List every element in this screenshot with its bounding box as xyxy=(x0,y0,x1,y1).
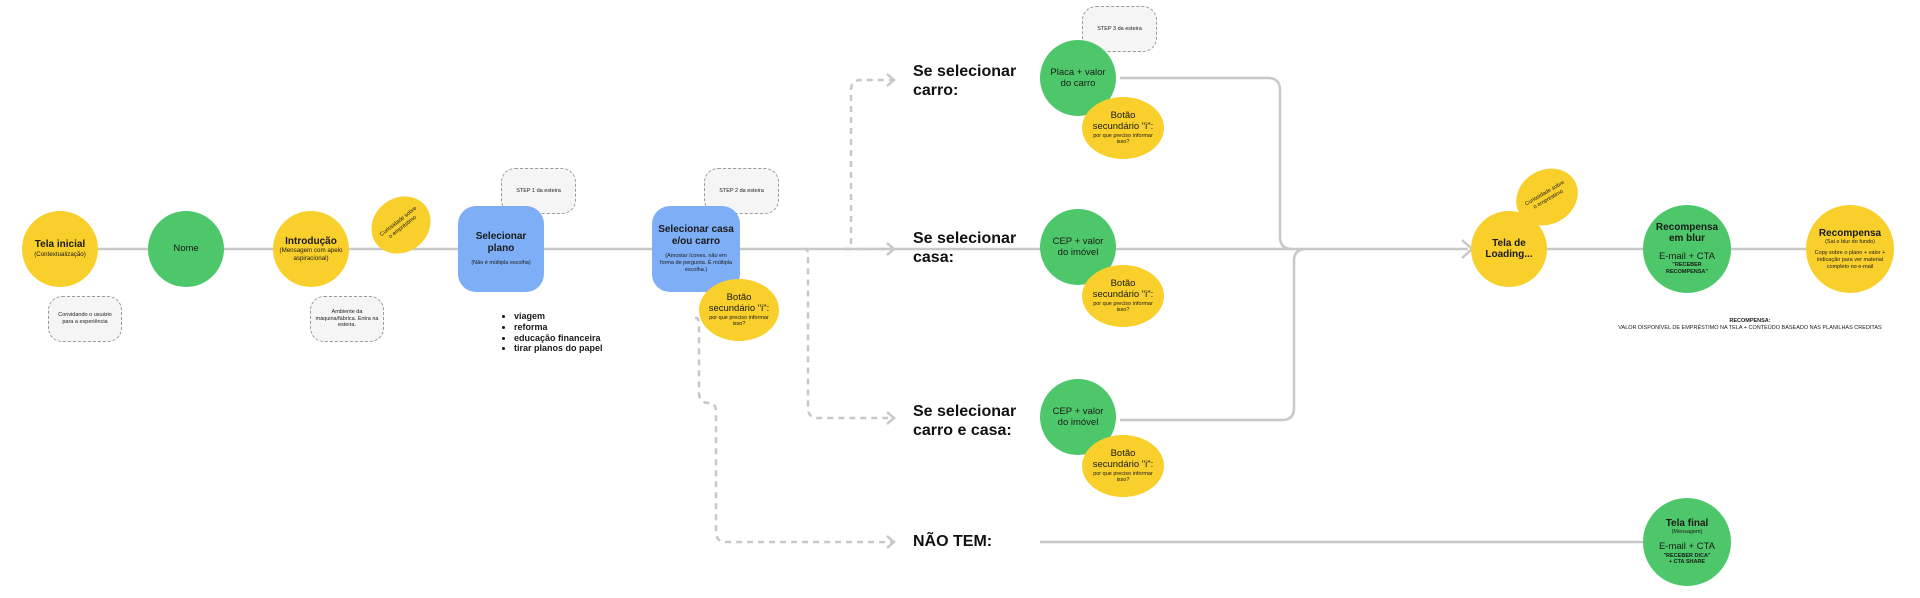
recompensa-node: Recompensa (Sai o blur do fundo) Copy so… xyxy=(1806,205,1894,293)
tela-inicial-note: Convidando o usuário para a experiência xyxy=(48,296,122,342)
tela-inicial-subtitle: (Contextualização) xyxy=(34,250,86,258)
introducao-title: Introdução xyxy=(285,235,337,247)
selecionar-casa-carro-title: Selecionar casa e/ou carro xyxy=(658,224,734,247)
recompensa-note: RECOMPENSA: VALOR DISPONÍVEL DE EMPRÉSTI… xyxy=(1618,318,1882,331)
plano-option: viagem xyxy=(514,311,603,322)
selecionar-plano-title: Selecionar plano xyxy=(475,231,527,254)
botao-secundario-casa-node: Botão secundário "i": por que preciso in… xyxy=(1082,265,1164,327)
introducao-node: Introdução (Mensagem com apelo aspiracio… xyxy=(273,211,349,287)
botao-secundario-carro-node: Botão secundário "i": por que preciso in… xyxy=(1082,97,1164,159)
nome-node: Nome xyxy=(148,211,224,287)
tela-inicial-title: Tela inicial xyxy=(34,239,86,251)
nome-title: Nome xyxy=(173,243,199,255)
selecionar-casa-carro-subtitle: (Amostar ícones, não em forma de pergunt… xyxy=(659,253,733,273)
plano-option: educação financeira xyxy=(514,333,603,344)
plano-option: reforma xyxy=(514,322,603,333)
selecionar-casa-carro-node: Selecionar casa e/ou carro (Amostar ícon… xyxy=(652,206,740,292)
selecionar-plano-node: Selecionar plano (Não é múltipla escolha… xyxy=(458,206,544,292)
recompensa-blur-node: Recompensa em blur E-mail + CTA "RECEBER… xyxy=(1643,205,1731,293)
branch-label-carro: Se selecionar carro: xyxy=(913,63,1017,99)
botao-secundario-carro-casa-node: Botão secundário "i": por que preciso in… xyxy=(1082,435,1164,497)
plano-option: tirar planos do papel xyxy=(514,343,603,354)
branch-label-nao-tem: NÃO TEM: xyxy=(913,533,993,550)
botao-secundario-node: Botão secundário "i": por que preciso in… xyxy=(699,279,779,341)
branch-label-casa: Se selecionar casa: xyxy=(913,230,1017,266)
selecionar-plano-subtitle: (Não é múltipla escolha) xyxy=(471,260,531,267)
tela-inicial-node: Tela inicial (Contextualização) xyxy=(22,211,98,287)
tela-final-node: Tela final (Mensagem) E-mail + CTA "RECE… xyxy=(1643,498,1731,586)
plano-options-list: viagem reforma educação financeira tirar… xyxy=(502,311,603,354)
introducao-subtitle: (Mensagem com apelo aspiracional) xyxy=(279,247,343,262)
introducao-note: Ambiente da máquina/fábrica. Entra na es… xyxy=(310,296,384,342)
tela-loading-node: Tela de Loading... xyxy=(1471,211,1547,287)
branch-label-carro-casa: Se selecionar carro e casa: xyxy=(913,403,1017,439)
